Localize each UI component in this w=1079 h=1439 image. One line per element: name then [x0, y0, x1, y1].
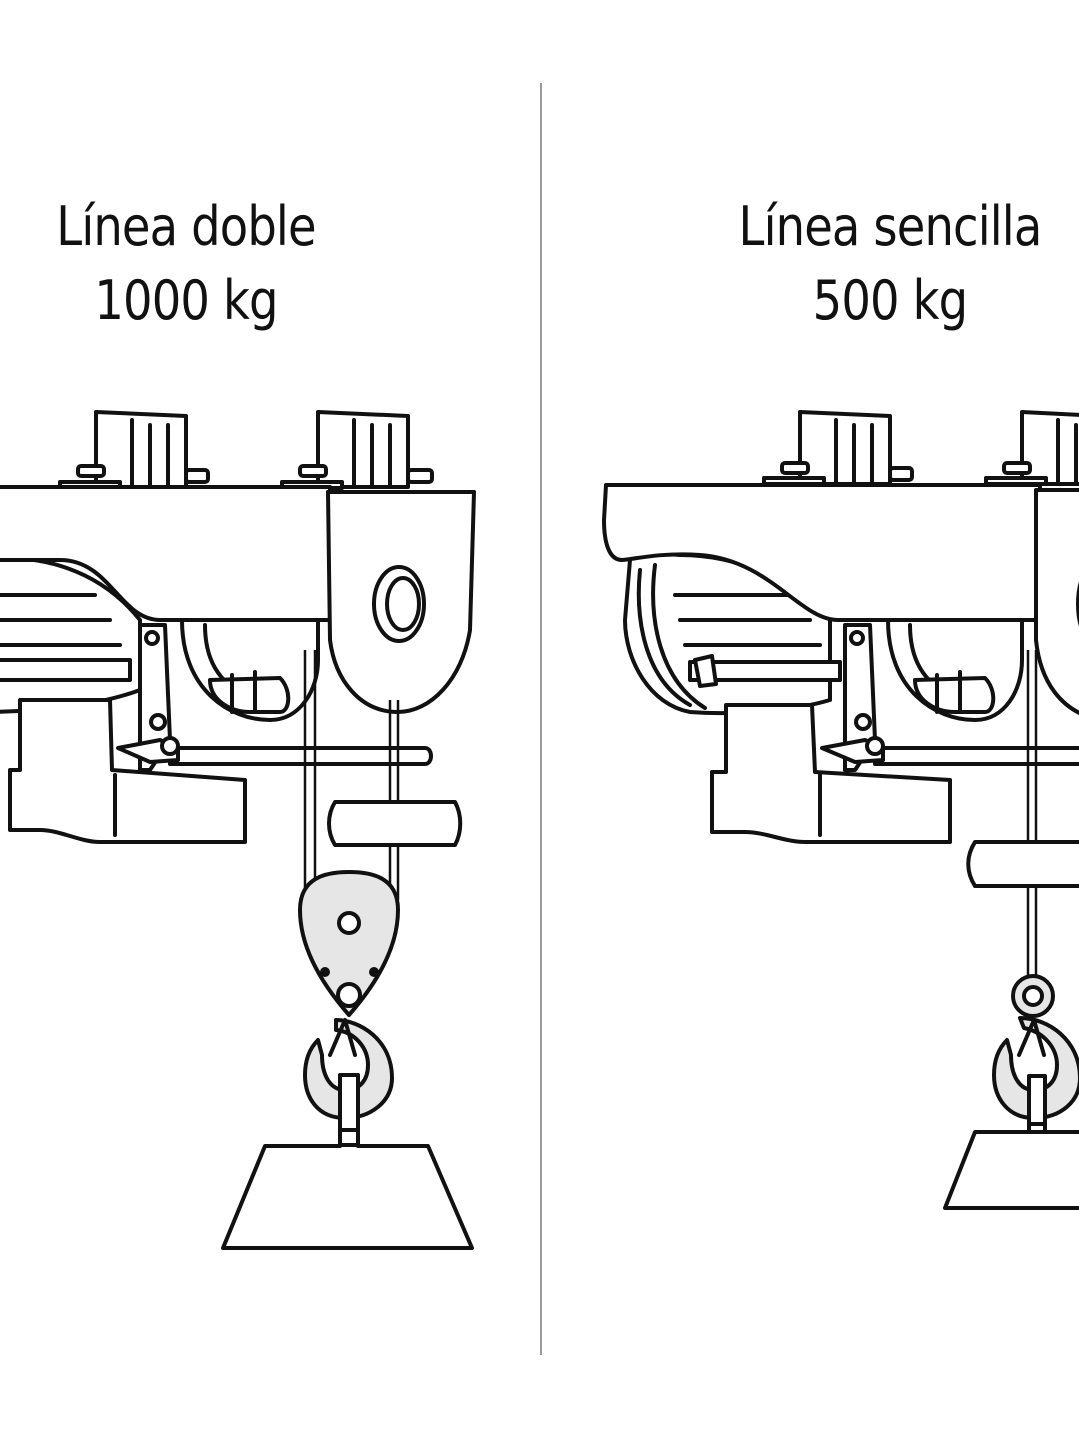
rope-spool — [138, 618, 320, 772]
limit-switch-rod-r — [820, 736, 1079, 766]
gearbox-housing — [326, 490, 476, 714]
stop-block-r — [966, 840, 1079, 888]
stop-block — [327, 800, 463, 847]
single-line-hoist — [602, 410, 1079, 1210]
mounting-bracket-left-r — [762, 410, 914, 486]
double-line-hoist — [0, 410, 476, 1250]
load-weight-r — [943, 1122, 1079, 1210]
control-box — [8, 698, 247, 844]
single-line-capacity: 500 kg — [812, 269, 968, 332]
pulley-block — [298, 870, 400, 1017]
gearbox-housing-r — [1034, 488, 1079, 716]
control-box-r — [710, 703, 952, 844]
rope-spool-r — [843, 618, 1024, 772]
hook-double — [303, 1018, 394, 1147]
double-line-capacity: 1000 kg — [94, 269, 278, 332]
main-beam-r — [602, 483, 1042, 622]
single-cable — [1026, 650, 1038, 985]
single-line-title: Línea sencilla — [738, 195, 1043, 258]
mounting-bracket-right — [280, 410, 434, 490]
mounting-bracket-right-r — [984, 410, 1079, 486]
single-line-label: Línea sencilla 500 kg — [727, 190, 1054, 338]
load-weight — [221, 1128, 474, 1250]
panel-divider — [540, 83, 542, 1355]
limit-switch-rod — [116, 736, 433, 766]
hook-single — [992, 974, 1079, 1134]
mounting-bracket-left — [58, 410, 210, 490]
double-line-label: Línea doble 1000 kg — [26, 190, 346, 338]
main-beam — [0, 485, 332, 622]
double-line-title: Línea doble — [56, 195, 316, 258]
